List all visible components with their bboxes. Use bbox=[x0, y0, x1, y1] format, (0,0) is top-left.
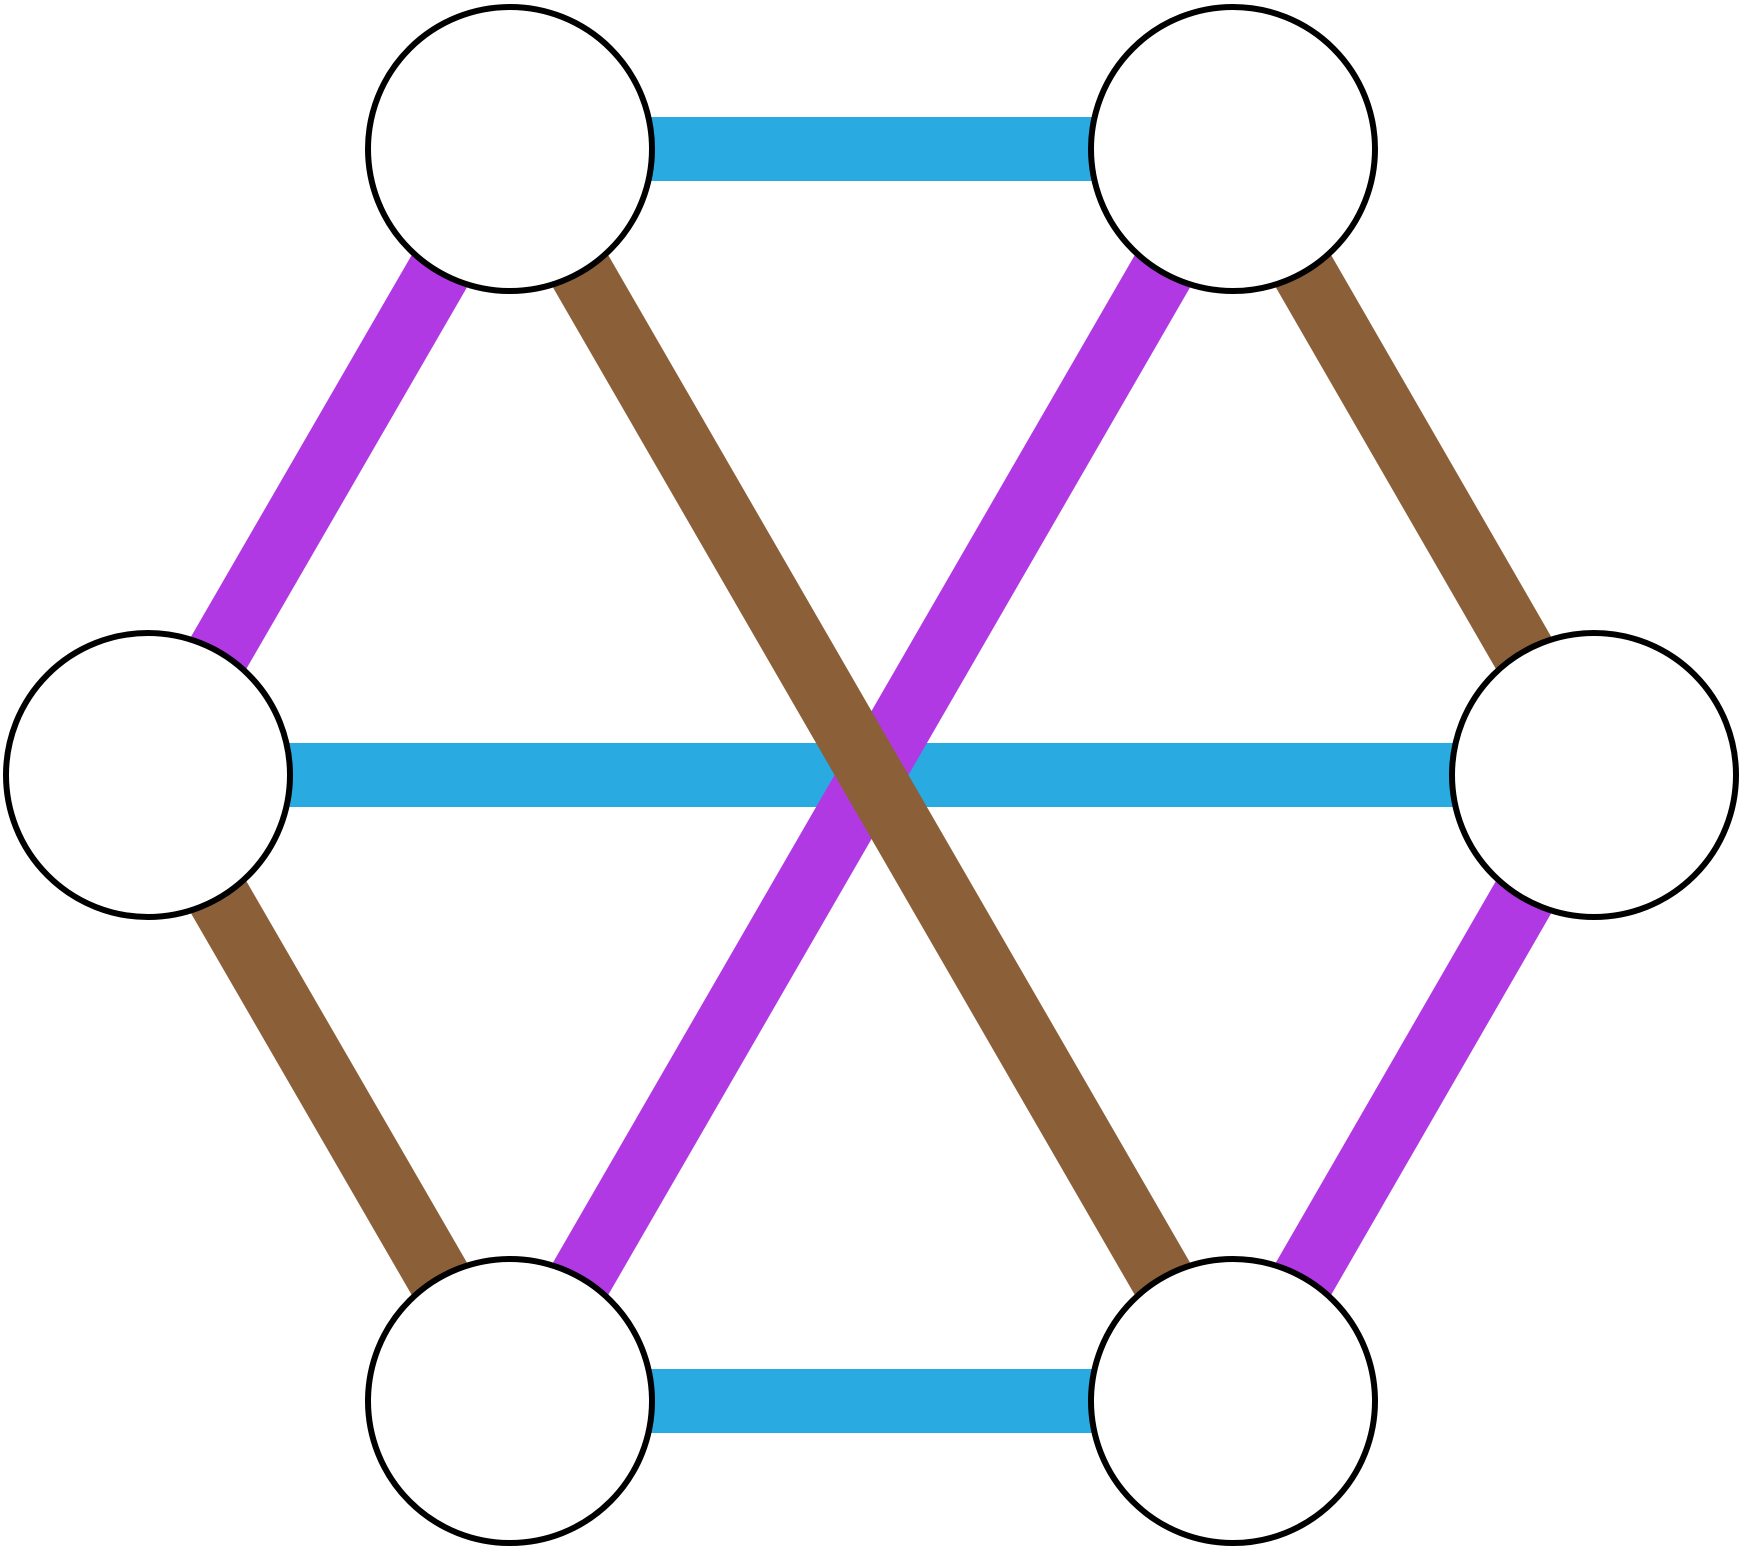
node-bottom-left bbox=[365, 1256, 655, 1546]
node-bottom-right bbox=[1088, 1256, 1378, 1546]
edge-top-left-to-bottom-right bbox=[482, 132, 1261, 1418]
node-top-right bbox=[1088, 4, 1378, 294]
node-mid-right bbox=[1449, 630, 1739, 920]
node-mid-left bbox=[3, 630, 293, 920]
nodes-layer bbox=[3, 4, 1739, 1546]
edges-layer bbox=[120, 117, 1622, 1433]
node-top-left bbox=[365, 4, 655, 294]
